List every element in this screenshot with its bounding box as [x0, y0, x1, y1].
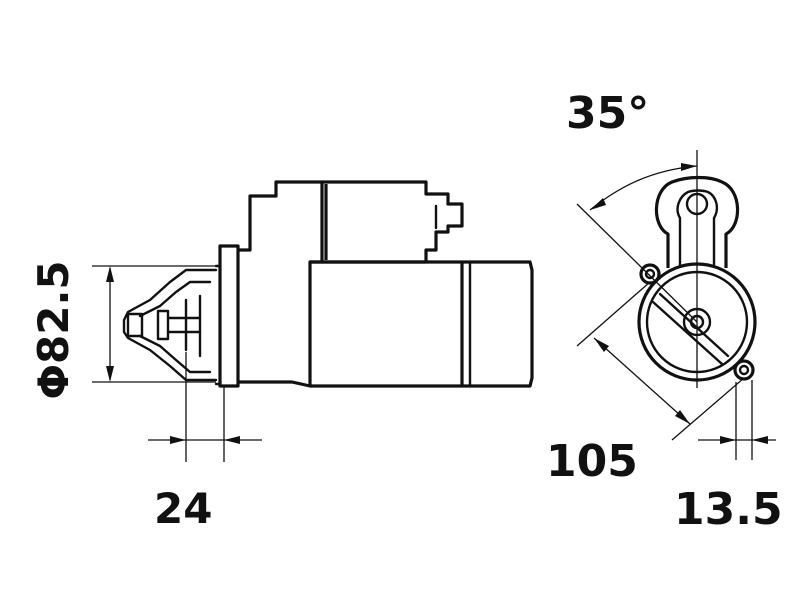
motor-body — [310, 260, 534, 388]
length-extension-2 — [671, 377, 745, 441]
mount-ear-bottom — [733, 359, 755, 381]
angle-label: 35° — [566, 88, 650, 139]
end-view — [637, 175, 757, 382]
angle-arrow-2 — [681, 163, 697, 171]
mount-ear-top — [639, 263, 661, 285]
end-face-segment — [651, 300, 724, 366]
angle-dimension — [576, 150, 698, 388]
length-dim-line — [593, 337, 691, 425]
mounting-flange — [218, 244, 240, 388]
side-view — [122, 180, 534, 388]
angle-arc — [589, 165, 698, 211]
offset-right-arrow-1 — [720, 436, 736, 444]
offset-left-arrow-1 — [170, 436, 186, 444]
diameter-arrow-top — [106, 266, 114, 282]
length-label: 105 — [546, 436, 638, 487]
end-face-segment-2 — [658, 292, 730, 358]
angle-arrow-1 — [590, 198, 606, 210]
mount-ear-top-hole — [644, 268, 656, 280]
end-solenoid-lobe — [654, 175, 740, 268]
offset-right-arrow-2 — [752, 436, 768, 444]
offset-left-arrow-2 — [224, 436, 240, 444]
drive-housing — [238, 180, 324, 388]
end-solenoid-inner — [676, 189, 719, 268]
diameter-arrow-bottom — [106, 366, 114, 382]
length-arrow-2 — [675, 410, 690, 424]
diameter-dimension — [92, 265, 216, 383]
angle-slanted-ref — [576, 203, 698, 323]
mount-ear-bottom-hole — [738, 364, 750, 376]
length-extension-1 — [576, 281, 651, 347]
length-arrow-1 — [594, 338, 609, 352]
diameter-label: Φ82.5 — [29, 260, 78, 400]
offset-right-dimension — [698, 380, 776, 460]
pinion-gear — [126, 312, 144, 338]
pinion-shaft — [156, 309, 170, 341]
pinion-nose-inner — [138, 280, 212, 374]
offset-right-label: 13.5 — [674, 484, 783, 535]
solenoid — [322, 180, 464, 264]
offset-left-label: 24 — [154, 484, 213, 533]
length-dimension — [576, 281, 745, 441]
offset-left-dimension — [148, 352, 262, 462]
pinion-nose — [122, 268, 218, 382]
